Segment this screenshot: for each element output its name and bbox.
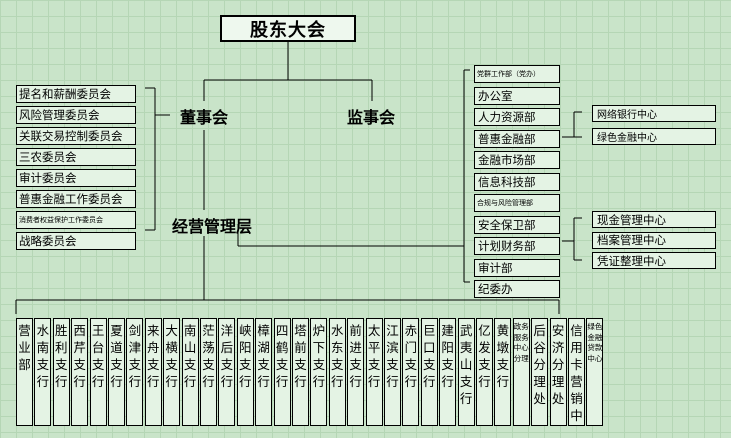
branch-box: 胜利支行 <box>52 318 70 426</box>
department-box: 纪委办 <box>474 280 560 298</box>
branch-box: 绿色金融贷款中心 <box>586 318 604 426</box>
branch-box: 水东支行 <box>328 318 346 426</box>
branch-box: 巨口支行 <box>420 318 438 426</box>
center-box: 绿色金融中心 <box>592 128 716 145</box>
branch-box: 亿发支行 <box>476 318 493 426</box>
branch-box: 建阳支行 <box>439 318 457 426</box>
committee-box: 普惠金融工作委员会 <box>16 190 136 208</box>
department-box: 党群工作部（党办） <box>474 65 560 83</box>
branch-box: 王台支行 <box>89 318 107 426</box>
shareholders-meeting: 股东大会 <box>220 15 356 42</box>
committee-box: 风险管理委员会 <box>16 106 136 124</box>
branch-box: 安济分理处 <box>549 318 567 426</box>
committee-box: 关联交易控制委员会 <box>16 127 136 145</box>
department-box: 金融市场部 <box>474 151 560 169</box>
branch-box: 江滨支行 <box>384 318 401 426</box>
branch-box: 太平支行 <box>365 318 383 426</box>
branch-box: 政务服务中心分理 <box>512 318 530 426</box>
branch-box: 大横支行 <box>163 318 181 426</box>
branch-box: 峡阳支行 <box>236 318 254 426</box>
center-box: 档案管理中心 <box>592 231 716 249</box>
department-box: 安全保卫部 <box>474 215 560 234</box>
branch-box: 营业部 <box>16 318 33 426</box>
branch-box: 西芹支行 <box>71 318 89 426</box>
center-box: 凭证整理中心 <box>592 252 716 269</box>
branch-box: 茫荡支行 <box>200 318 217 426</box>
committee-box: 消费者权益保护工作委员会 <box>16 211 136 229</box>
branch-box: 夏道支行 <box>108 318 125 426</box>
committee-box: 三农委员会 <box>16 148 136 166</box>
branch-box: 剑津支行 <box>126 318 144 426</box>
department-box: 人力资源部 <box>474 108 560 126</box>
branch-box: 塔前支行 <box>292 318 309 426</box>
branch-box: 信用卡营销中心 <box>568 318 585 426</box>
department-box: 普惠金融部 <box>474 129 560 148</box>
department-box: 计划财务部 <box>474 237 560 255</box>
center-box: 网络银行中心 <box>592 105 716 122</box>
department-box: 办公室 <box>474 86 560 105</box>
department-box: 合规与风险管理部 <box>474 194 560 212</box>
board-of-directors: 董事会 <box>180 108 229 127</box>
branch-box: 洋后支行 <box>218 318 236 426</box>
senior-management: 经营管理层 <box>172 217 253 236</box>
branch-box: 黄墩支行 <box>494 318 512 426</box>
board-of-supervisors: 监事会 <box>347 108 396 127</box>
branch-box: 前进支行 <box>347 318 365 426</box>
branch-box: 樟湖支行 <box>255 318 273 426</box>
branch-box: 后谷分理处 <box>531 318 549 426</box>
branch-box: 来舟支行 <box>144 318 162 426</box>
branch-box: 水南支行 <box>34 318 52 426</box>
committee-box: 提名和薪酬委员会 <box>16 85 136 103</box>
branch-box: 四鹤支行 <box>273 318 291 426</box>
center-box: 现金管理中心 <box>592 211 716 228</box>
committee-box: 审计委员会 <box>16 169 136 187</box>
branch-box: 炉下支行 <box>310 318 328 426</box>
branch-box: 南山支行 <box>181 318 199 426</box>
committee-box: 战略委员会 <box>16 232 136 250</box>
branch-box: 赤门支行 <box>402 318 420 426</box>
department-box: 审计部 <box>474 258 560 277</box>
department-box: 信息科技部 <box>474 172 560 191</box>
branch-box: 武夷山支行 <box>457 318 475 426</box>
